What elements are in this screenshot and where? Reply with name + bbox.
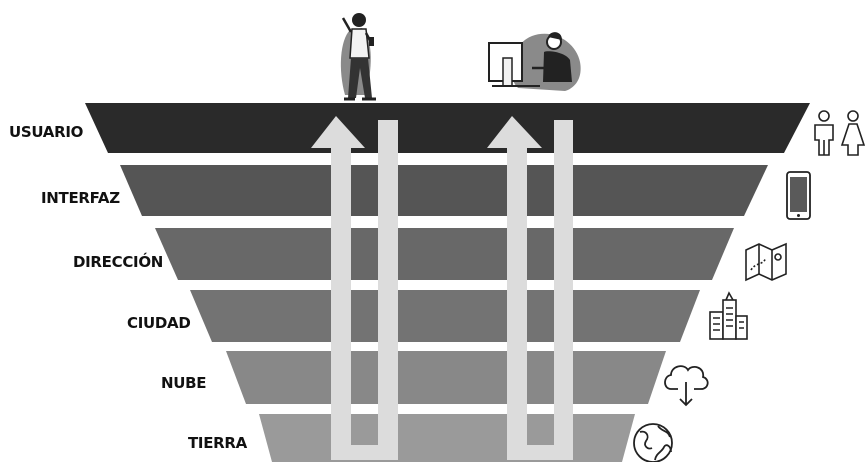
- layer-label-direccion: DIRECCIÓN: [73, 253, 163, 271]
- person-with-phone-illustration: [341, 13, 376, 99]
- city-buildings-icon: [710, 293, 747, 339]
- smartphone-icon: [787, 172, 810, 219]
- map-icon: [746, 244, 786, 280]
- layer-band-ciudad: [190, 290, 700, 342]
- people-icon: [815, 111, 864, 155]
- globe-icon: [634, 424, 672, 462]
- layer-label-usuario: USUARIO: [9, 123, 83, 141]
- layer-band-usuario: [85, 103, 810, 153]
- layer-label-nube: NUBE: [161, 374, 206, 392]
- layer-band-tierra: [259, 414, 635, 462]
- layer-band-nube: [226, 351, 666, 404]
- layer-label-tierra: TIERRA: [188, 434, 247, 452]
- person-at-computer-illustration: [489, 32, 581, 91]
- layer-band-interfaz: [120, 165, 768, 216]
- layer-label-ciudad: CIUDAD: [127, 314, 190, 332]
- layer-band-direccion: [155, 228, 734, 280]
- cloud-download-icon: [665, 366, 708, 405]
- layer-label-interfaz: INTERFAZ: [41, 189, 120, 207]
